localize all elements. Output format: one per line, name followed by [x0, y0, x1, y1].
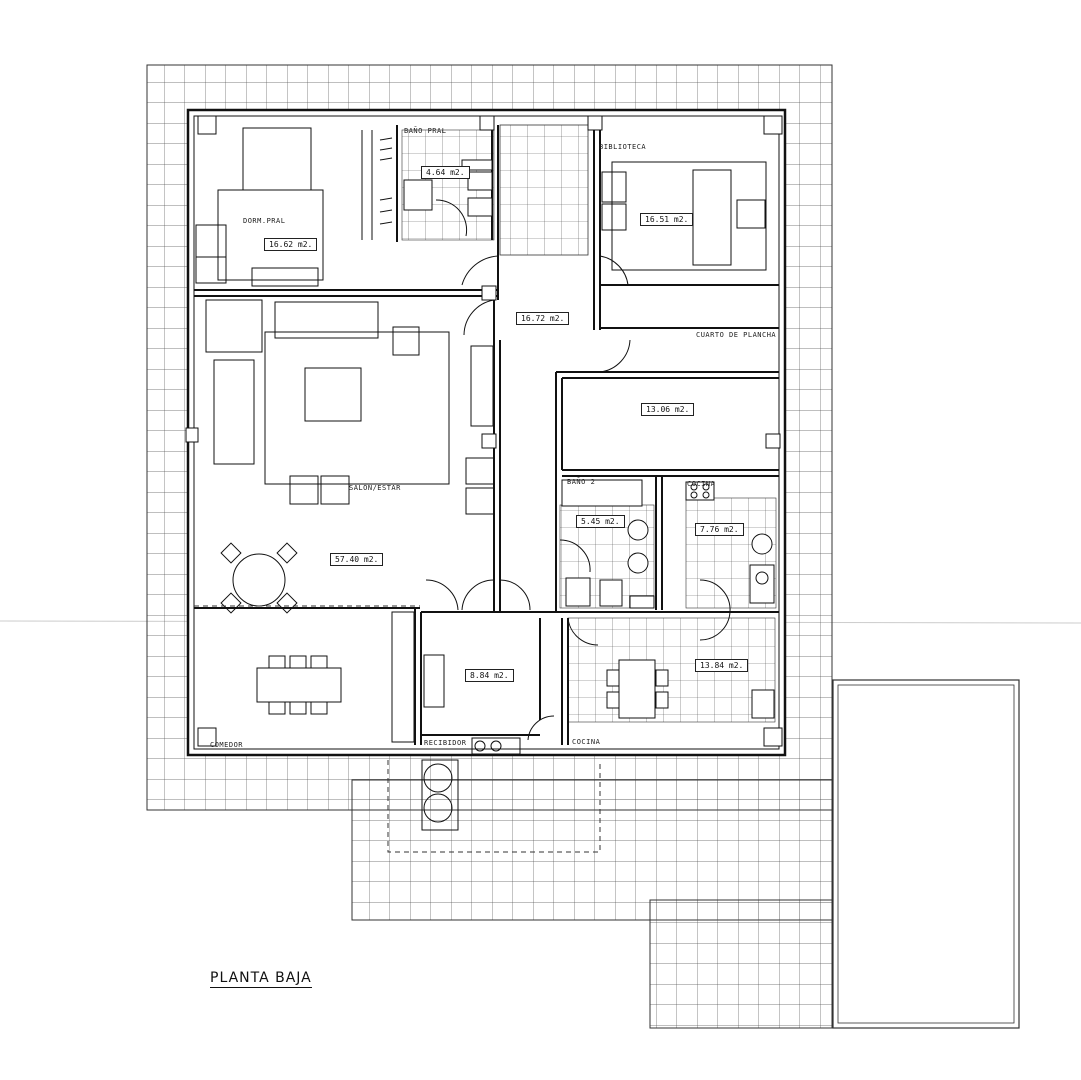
door-swings [425, 199, 731, 741]
room-area-cocina: 13.84 m2. [695, 659, 749, 672]
bed [195, 127, 393, 287]
room-area-bano-pral: 4.64 m2. [421, 166, 470, 179]
room-label-cuarto-plancha: CUARTO DE PLANCHA [696, 331, 777, 339]
recibidor-furniture [421, 654, 521, 831]
room-area-dorm-pral: 16.62 m2. [264, 238, 318, 251]
room-label-bano-pral: BAÑO PRAL [404, 127, 447, 135]
dining-furniture [256, 611, 415, 743]
room-label-bano2: BAÑO 2 [567, 478, 596, 486]
room-area-cocina-upper: 7.76 m2. [695, 523, 744, 536]
bano-pral-fixtures [403, 159, 493, 217]
room-label-cocina: COCINA [572, 738, 601, 746]
room-area-recibidor: 8.84 m2. [465, 669, 514, 682]
room-area-cuarto-plancha: 13.06 m2. [641, 403, 695, 416]
stair-treads [499, 124, 589, 256]
room-area-salon: 57.40 m2. [330, 553, 384, 566]
room-label-recibidor: RECIBIDOR [424, 739, 467, 747]
room-label-cocina-upper: COCINA [687, 480, 716, 488]
plan-title: PLANTA BAJA [210, 970, 312, 988]
room-label-comedor: COMEDOR [210, 741, 244, 749]
annex-box [832, 679, 1020, 1029]
room-label-salon: SALON/ESTAR [349, 484, 401, 492]
interior-walls [194, 125, 779, 745]
room-area-biblioteca: 16.51 m2. [640, 213, 694, 226]
bano2-fixtures [561, 479, 655, 609]
room-area-hall: 16.72 m2. [516, 312, 570, 325]
room-label-dorm-pral: DORM.PRAL [243, 217, 286, 225]
kitchen-lower-furniture [606, 659, 775, 719]
terrace-dashed-edge [387, 760, 601, 853]
room-label-biblioteca: BIBLIOTECA [599, 143, 647, 151]
kitchen-upper-fixtures [685, 481, 775, 604]
room-area-bano2: 5.45 m2. [576, 515, 625, 528]
salon-furniture [205, 299, 495, 614]
columns [185, 115, 783, 747]
